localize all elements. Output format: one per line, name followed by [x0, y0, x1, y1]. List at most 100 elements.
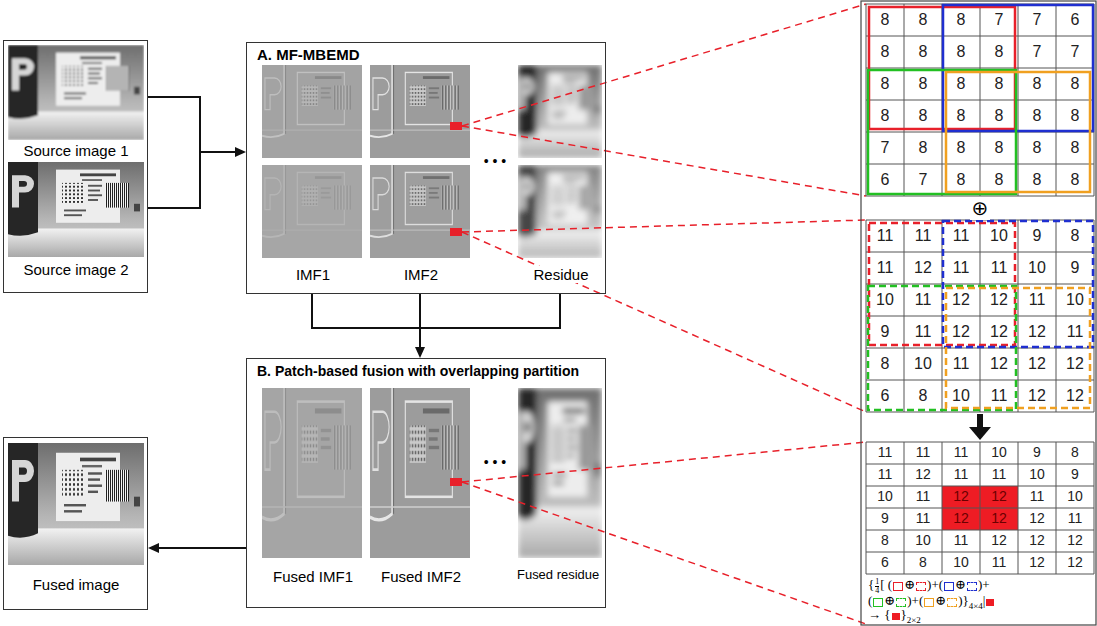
down-arrow [969, 414, 991, 440]
table-cell: 12 [990, 355, 1008, 373]
table-cell: 12 [991, 511, 1007, 526]
table-cell: 8 [881, 355, 890, 373]
image-panel: Source image 1Source image 2 [3, 40, 148, 293]
table-cell: 10 [990, 227, 1008, 245]
table-cell: 10 [953, 555, 969, 570]
table-cell: 10 [952, 387, 970, 405]
fused-images [262, 388, 362, 558]
zoom-leader [462, 232, 866, 412]
table-cell: 8 [1071, 107, 1080, 125]
table-cell: 8 [919, 43, 928, 61]
formula-line: {14[ (⊕)+(⊕)+ [868, 576, 1096, 594]
table-cell: 7 [1033, 11, 1042, 29]
formula-text: | [983, 593, 986, 608]
connector-line [419, 294, 421, 347]
table-cell: 11 [916, 511, 931, 526]
table-cell: 12 [1066, 355, 1084, 373]
zoom-leader [462, 4, 866, 126]
formula-text: ⊕ [884, 593, 895, 608]
patch-square [924, 598, 934, 607]
table-cell: 8 [957, 75, 966, 93]
fraction-part: 4 [875, 587, 879, 595]
table-cell: 10 [991, 445, 1007, 460]
formula-text: ⊕ [904, 577, 915, 592]
source-photo [8, 45, 144, 257]
process-box: A. MF-MBEMDIMF1IMF2Residue [246, 42, 606, 294]
formula-text: → { [868, 607, 891, 622]
image-caption: Source image 1 [21, 142, 130, 159]
table-cell: 7 [881, 139, 890, 157]
table-cell: 8 [1033, 107, 1042, 125]
table-cell: 10 [876, 291, 894, 309]
patch-square [967, 582, 977, 591]
table-cell: 11 [954, 467, 969, 482]
fused-images [450, 478, 462, 486]
plus-symbol: ⊕ [970, 197, 991, 220]
imf-images [370, 165, 470, 237]
table-cell: 11 [915, 291, 932, 309]
imf-images [518, 65, 602, 158]
table-cell: 7 [995, 11, 1004, 29]
image-caption: IMF1 [294, 266, 332, 283]
grid-lines [866, 4, 1094, 196]
patch-square [896, 598, 906, 607]
table-cell: 12 [952, 323, 970, 341]
zoom-leader [462, 442, 866, 482]
grid-lines [866, 442, 1094, 574]
imf-images [518, 165, 602, 258]
patch-frame-dashed [946, 288, 1090, 408]
table-cell: 11 [877, 227, 894, 245]
imf-images [450, 122, 462, 130]
table-cell: 12 [990, 323, 1008, 341]
table-cell: 12 [1067, 533, 1083, 548]
patch-frame-dashed [868, 221, 1093, 410]
table-cell: 8 [957, 43, 966, 61]
patch-square [947, 598, 957, 607]
table-cell: 12 [1067, 555, 1083, 570]
table-cell: 12 [990, 291, 1008, 309]
table-cell: 7 [1033, 43, 1042, 61]
formula-text: )+( [927, 577, 943, 592]
table-cell: 11 [1067, 323, 1084, 341]
image-caption: Fused residue [515, 568, 605, 583]
formula-subscript: 4×4 [969, 601, 983, 611]
table-cell: 11 [953, 259, 970, 277]
formula: {14[ (⊕)+(⊕)+(⊕)+(⊕)}4×4|→ {}2×2 [868, 576, 1096, 622]
table-cell: 12 [1066, 387, 1084, 405]
table-cell: 12 [953, 511, 969, 526]
table-cell: 8 [1071, 139, 1080, 157]
patch-frame [868, 5, 1093, 194]
table-cell: 8 [1071, 227, 1080, 245]
formula-text: )+ [978, 577, 990, 592]
ellipsis: • • • [482, 153, 508, 169]
panel-frame [861, 1, 1096, 625]
table-cell: 11 [991, 259, 1008, 277]
table-cell: 11 [878, 445, 893, 460]
connector [415, 294, 425, 358]
arrowhead [415, 347, 425, 358]
formula-subscript: 2×2 [907, 615, 921, 625]
imf-images [370, 65, 470, 158]
zoom-leader [462, 126, 866, 196]
patch-frame-dashed [943, 221, 1093, 347]
table-cell: 11 [991, 387, 1008, 405]
fraction-part: 1 [875, 578, 879, 587]
image-caption: Residue [531, 266, 590, 283]
table-cell: 9 [881, 323, 890, 341]
table-cell: 12 [1029, 555, 1045, 570]
table-cell: 8 [1033, 139, 1042, 157]
table-cell: 8 [881, 11, 890, 29]
zoom-leader [462, 220, 866, 232]
table-cell: 12 [1028, 323, 1046, 341]
grid-lines [866, 442, 1094, 574]
patch-fill [986, 599, 994, 606]
formula-line: (⊕)+(⊕)}4×4| [868, 594, 1096, 608]
patch-fill [892, 613, 900, 620]
table-cell: 8 [919, 387, 928, 405]
wire [312, 294, 560, 328]
table-cell: 8 [919, 107, 928, 125]
down-arrow [977, 414, 983, 428]
imf-images [262, 65, 362, 158]
source-photo [8, 45, 144, 140]
table-cell: 8 [881, 533, 889, 548]
